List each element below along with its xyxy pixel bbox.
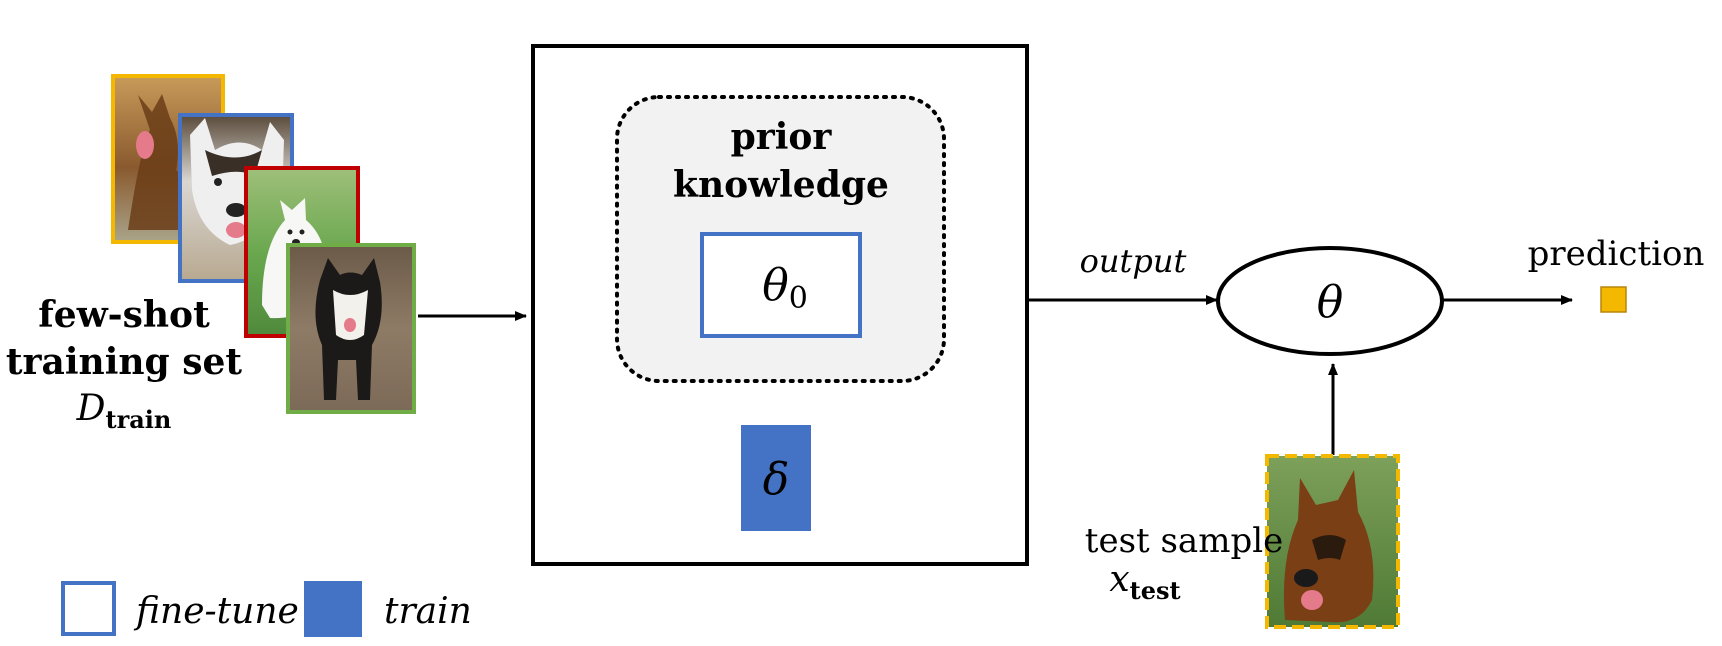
legend: fine-tune train [61,581,472,637]
delta-train-box [741,425,811,531]
training-set-title-line1: few-shot [38,294,210,336]
test-sample-label: test sample [1085,521,1283,561]
training-set-symbol: Dtrain [76,388,172,434]
theta-symbol: θ [1317,277,1344,328]
prediction-label: prediction [1528,234,1705,274]
training-set-symbol-sub: train [106,405,172,434]
output-label: output [1080,242,1187,280]
theta0-finetune-box [700,232,862,338]
legend-train-swatch [304,581,362,637]
legend-train-label: train [384,591,472,632]
delta-symbol: δ [763,454,790,505]
legend-finetune-swatch [61,581,116,636]
test-sample-photo [1265,454,1400,629]
theta0-sub: 0 [789,281,808,316]
prediction-square [1600,286,1627,313]
legend-finetune-label: fine-tune [133,591,299,632]
test-symbol-main: x [1109,559,1129,600]
training-set-symbol-main: D [76,388,106,429]
prior-knowledge-line1: prior [731,116,833,158]
training-photo-malamute [286,243,416,414]
prior-knowledge-line2: knowledge [673,164,889,206]
test-symbol-sub: test [1130,576,1181,605]
training-photo-stack [111,74,416,414]
theta0-symbol: θ0 [762,260,808,316]
theta0-main: θ [762,260,789,311]
training-set-title-line2: training set [6,341,242,383]
training-set-label: few-shot training set Dtrain [6,294,242,434]
test-sample-symbol: xtest [1109,559,1180,605]
